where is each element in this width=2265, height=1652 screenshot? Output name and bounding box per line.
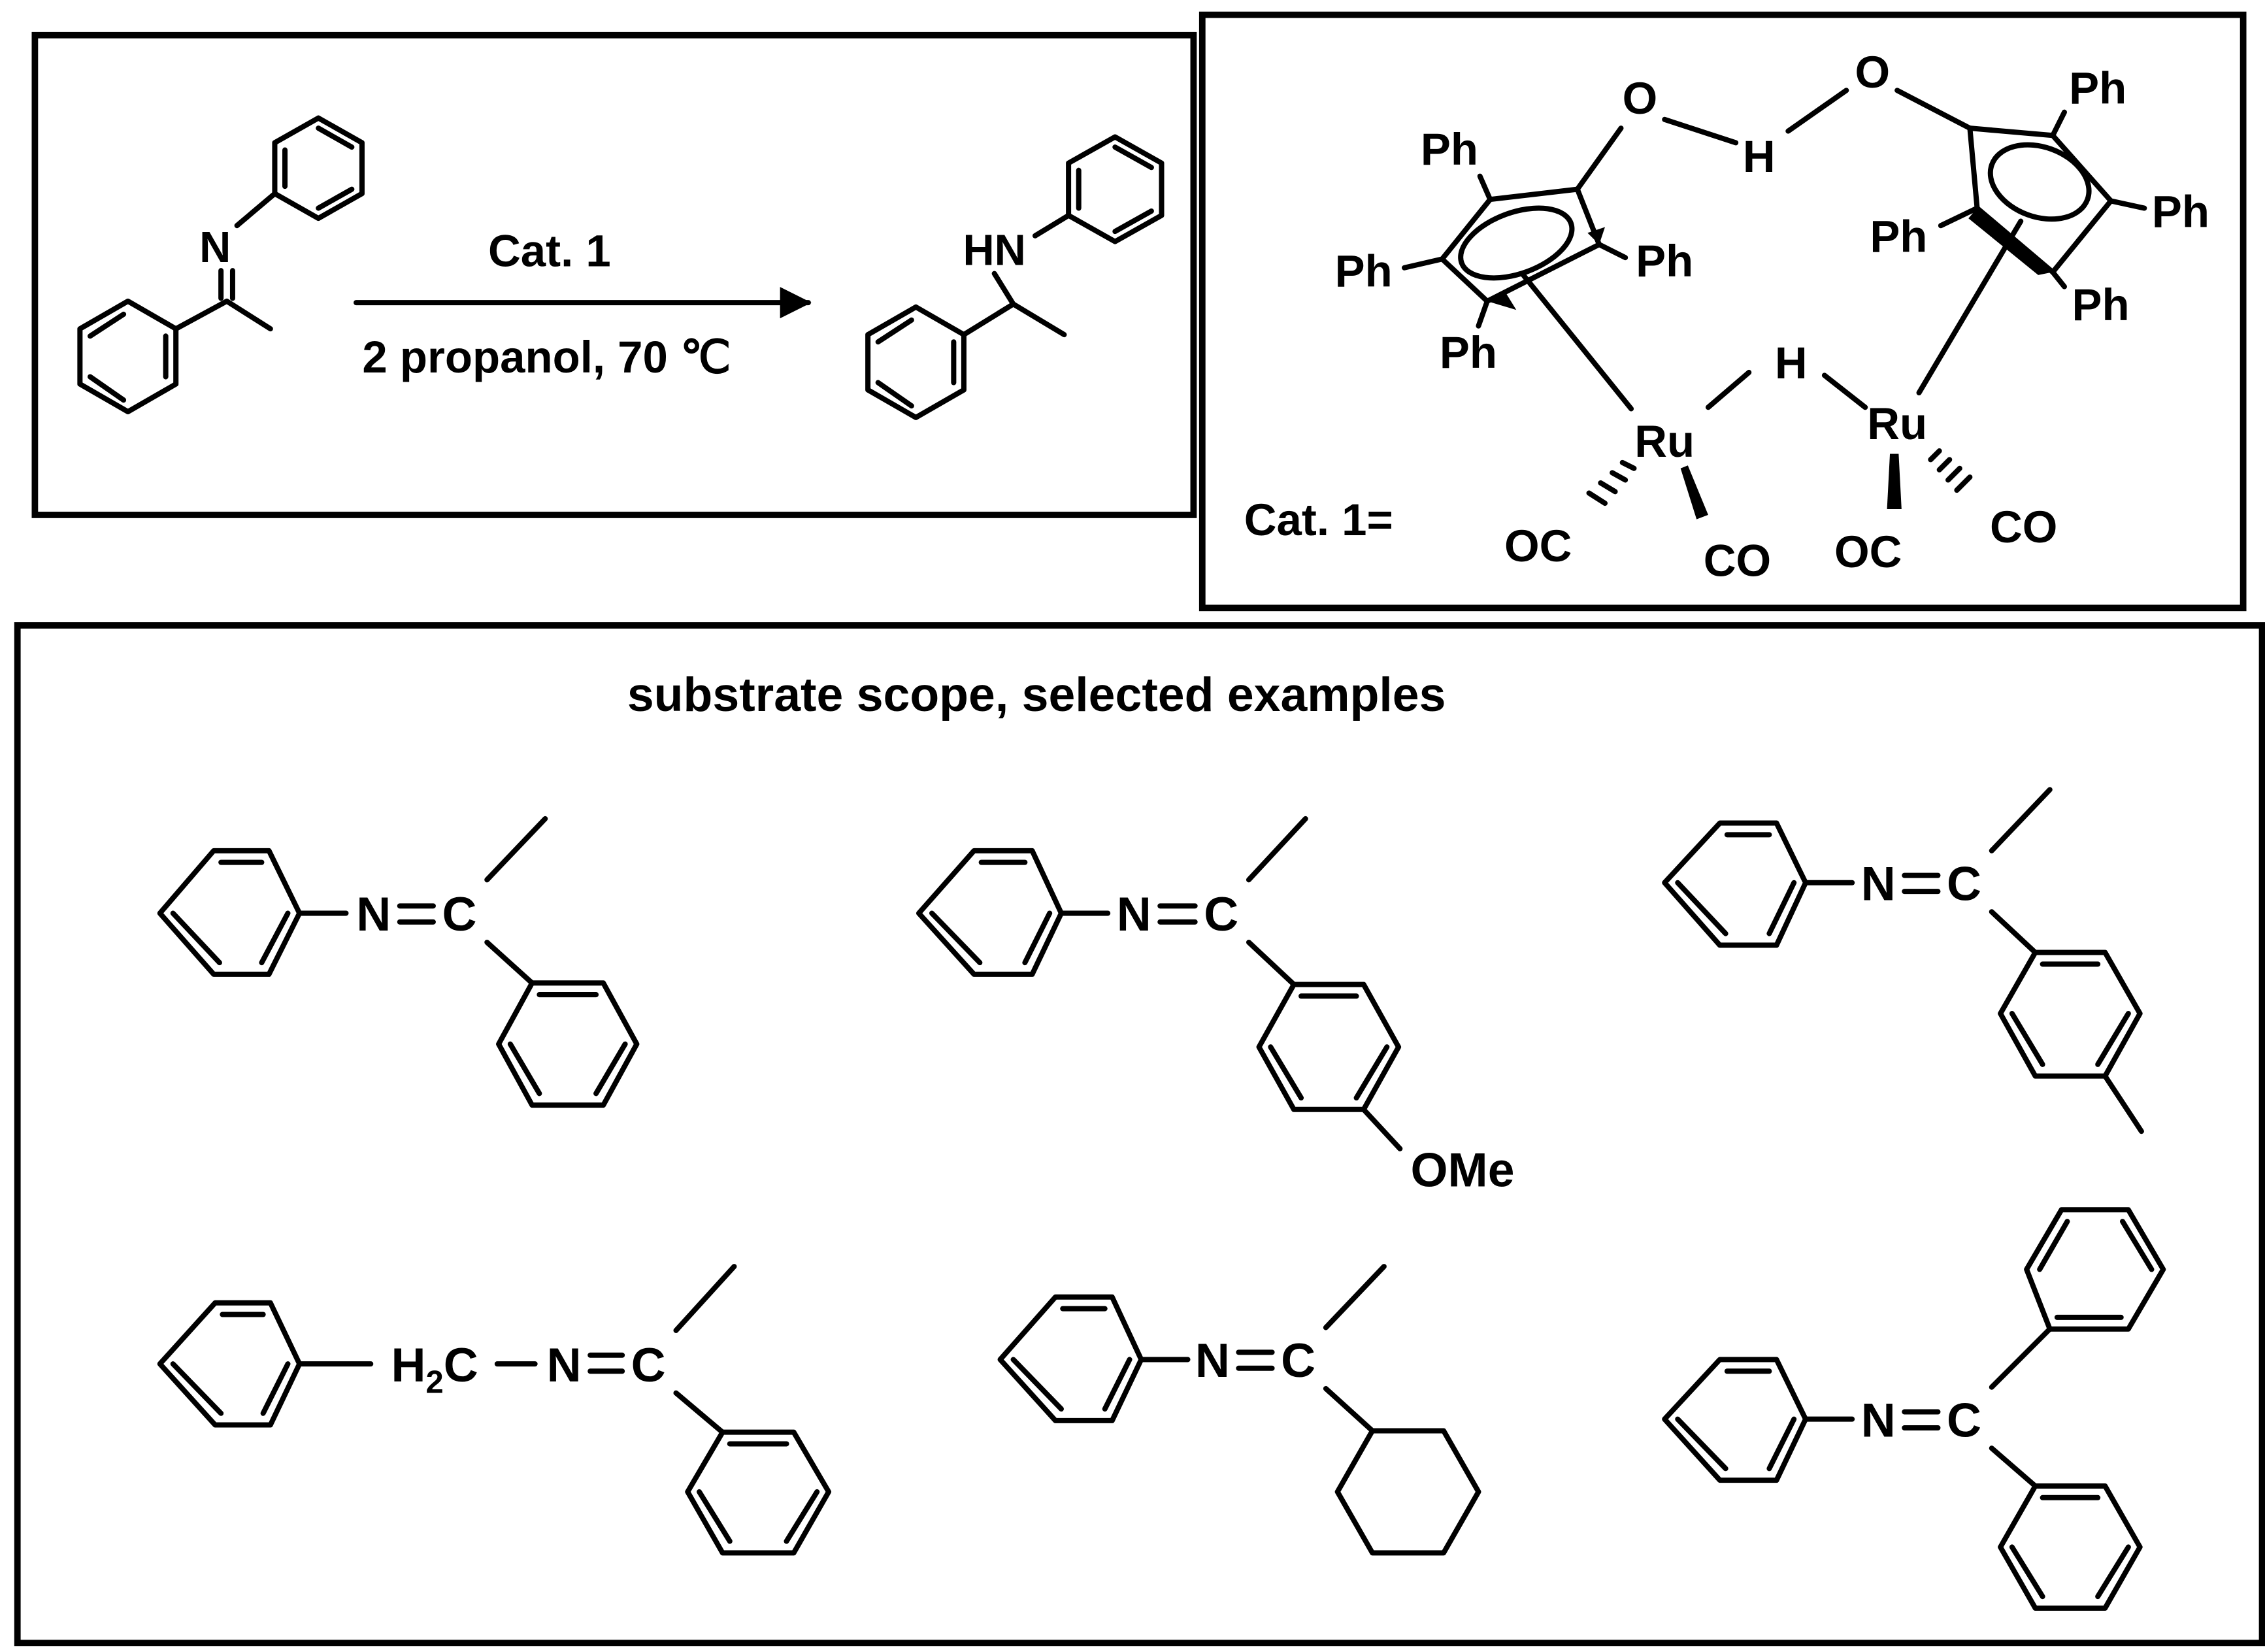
imine-nitrogen: N	[1861, 857, 1896, 910]
phenyl-label: Ph	[1870, 211, 1927, 261]
benzene-ring	[865, 304, 967, 420]
cyclohexane-ring	[1334, 1428, 1481, 1556]
benzene-ring	[77, 298, 179, 414]
amine-nh: HN	[963, 226, 1025, 274]
cyclopentadienone-ring-right	[1967, 125, 2114, 275]
phenyl-label: Ph	[1421, 124, 1478, 174]
imine-carbon: C	[631, 1338, 666, 1392]
imine-carbon: C	[442, 887, 476, 941]
catalyst-definition-label: Cat. 1=	[1244, 495, 1393, 545]
oxygen-right: O	[1855, 47, 1891, 97]
substrate-example-2: N C OMe	[916, 816, 1515, 1197]
reaction-arrow-group: Cat. 1 2 propanol, 70 ℃	[354, 226, 812, 382]
phenyl-label: Ph	[1636, 236, 1693, 286]
hashed-bond	[1928, 448, 1973, 493]
benzene-ring	[997, 1294, 1144, 1423]
benzene-ring	[1256, 982, 1402, 1112]
catalyst-label: Cat. 1	[488, 226, 611, 276]
cp-ru-bond	[1916, 218, 2024, 396]
reaction-conditions: 2 propanol, 70 ℃	[362, 332, 731, 382]
phenyl-label: Ph	[2072, 280, 2130, 330]
wedge-bond	[1887, 454, 1902, 510]
methoxy-group: OMe	[1410, 1144, 1514, 1197]
bridging-hydrogen: H	[1743, 131, 1776, 182]
methylene-group: H2C	[391, 1338, 478, 1400]
phenyl-label: Ph	[2152, 186, 2209, 237]
hashed-bond	[1586, 459, 1637, 506]
benzene-ring	[1662, 820, 1809, 948]
benzene-ring	[916, 848, 1064, 977]
ruthenium-right: Ru	[1867, 399, 1927, 449]
phenyl-label: Ph	[2069, 63, 2126, 113]
imine-carbon: C	[1947, 857, 1981, 910]
cp-ru-bond	[1519, 271, 1634, 412]
imine-carbon: C	[1281, 1334, 1315, 1387]
benzene-ring	[1662, 1357, 1809, 1483]
aryl-bond	[961, 301, 1016, 338]
benzene-ring	[1998, 950, 2143, 1079]
substrate-example-3: N C	[1662, 787, 2144, 1134]
n-c-bond	[991, 271, 1016, 307]
ru-h-bond	[1821, 372, 1868, 410]
carbonyl-right: CO	[1704, 535, 1771, 586]
carbonyl-left: OC	[1504, 521, 1572, 571]
imine-nitrogen: N	[356, 887, 391, 941]
substrate-scope-panel	[14, 622, 2265, 1647]
imine-nitrogen: N	[1117, 887, 1151, 941]
scope-title: substrate scope, selected examples	[627, 668, 1446, 721]
phenyl-label: Ph	[1335, 246, 1393, 297]
shvo-catalyst: Cat. 1= O H O Ph Ph Ph Ph Ru	[1244, 47, 2209, 586]
methyl-bond	[2102, 1073, 2144, 1134]
substrate-example-1: N C	[157, 816, 640, 1108]
n-aryl-bond	[234, 191, 278, 229]
oxygen-left: O	[1623, 73, 1658, 124]
imine-nitrogen: N	[199, 223, 231, 272]
wedge-bond	[1680, 465, 1708, 520]
substrate-example-6: N C	[1662, 1207, 2166, 1611]
reaction-panel	[31, 31, 1197, 518]
n-aryl-bond	[1032, 212, 1072, 239]
benzene-ring	[157, 1300, 303, 1428]
carbonyl-right: CO	[1990, 502, 2057, 552]
benzene-ring	[272, 115, 365, 222]
benzene-ring	[157, 848, 303, 977]
imine-nitrogen: N	[1195, 1334, 1230, 1387]
substrate-example-4: H2C N C	[157, 1264, 832, 1556]
ru-h-bond	[1705, 369, 1752, 410]
methyl-bond	[1010, 301, 1067, 338]
imine-carbon: C	[1947, 1393, 1981, 1447]
imine-carbon: C	[1204, 887, 1238, 941]
imine-nitrogen: N	[1861, 1393, 1896, 1447]
carbonyl-left: OC	[1834, 527, 1902, 577]
phenyl-label: Ph	[1440, 327, 1497, 378]
benzene-ring	[2024, 1207, 2166, 1332]
ruthenium-hydride: H	[1775, 338, 1808, 388]
catalyst-panel	[1199, 11, 2247, 612]
product-amine: HN	[865, 134, 1165, 420]
reactant-ketimine: N	[77, 115, 365, 414]
ruthenium-left: Ru	[1634, 416, 1695, 467]
imine-nitrogen: N	[547, 1338, 582, 1392]
methyl-bond	[224, 298, 273, 332]
substrate-example-5: N C	[997, 1264, 1481, 1556]
aryl-bond	[173, 298, 230, 332]
benzene-ring	[685, 1429, 832, 1556]
cyclopentadienone-ring-left	[1439, 186, 1606, 310]
benzene-ring	[496, 980, 640, 1108]
benzene-ring	[1998, 1483, 2143, 1611]
benzene-ring	[1066, 134, 1165, 244]
